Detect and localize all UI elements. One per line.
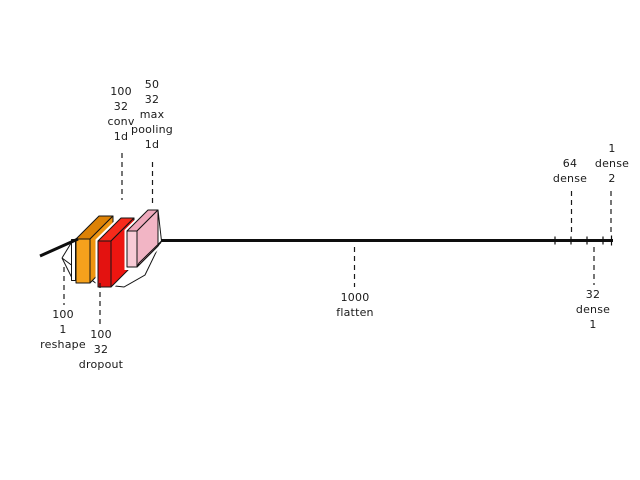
label-line: 32 bbox=[144, 93, 160, 106]
label-line: pooling bbox=[131, 123, 173, 136]
label-line: 1d bbox=[113, 130, 129, 143]
label-line: 100 bbox=[52, 308, 74, 321]
label-dropout: 100 32 dropout bbox=[79, 327, 123, 372]
label-dense: 64 dense bbox=[553, 156, 587, 186]
label-line: dense bbox=[594, 157, 630, 170]
label-line: reshape bbox=[40, 338, 86, 351]
label-line: 64 bbox=[562, 157, 578, 170]
label-line: flatten bbox=[336, 306, 374, 319]
label-line: 1000 bbox=[340, 291, 370, 304]
label-line: 100 bbox=[110, 85, 132, 98]
label-line: 32 bbox=[93, 343, 109, 356]
dense-layer-ticks bbox=[554, 235, 613, 246]
label-line: 1 bbox=[608, 142, 616, 155]
label-line: max bbox=[139, 108, 165, 121]
label-reshape: 100 1 reshape bbox=[40, 307, 86, 352]
input-line bbox=[39, 237, 79, 258]
label-line: 32 bbox=[585, 288, 601, 301]
label-line: 32 bbox=[113, 100, 129, 113]
label-line: 1 bbox=[59, 323, 67, 336]
label-line: 1 bbox=[589, 318, 597, 331]
label-flatten: 1000 flatten bbox=[336, 290, 373, 320]
label-leader-lines bbox=[63, 153, 612, 324]
label-dense-1: 32 dense 1 bbox=[576, 287, 610, 332]
label-line: dropout bbox=[78, 358, 124, 371]
label-dense-2: 1 dense 2 bbox=[595, 141, 629, 186]
label-line: dense bbox=[575, 303, 611, 316]
label-conv1d: 100 32 conv 1d bbox=[107, 84, 134, 144]
label-line: dense bbox=[552, 172, 588, 185]
label-line: conv bbox=[107, 115, 135, 128]
label-line: 50 bbox=[144, 78, 160, 91]
label-line: 1d bbox=[144, 138, 160, 151]
label-maxpooling: 50 32 max pooling 1d bbox=[131, 77, 173, 152]
label-line: 2 bbox=[608, 172, 616, 185]
maxpooling-layer-box bbox=[126, 209, 162, 268]
label-line: 100 bbox=[90, 328, 112, 341]
